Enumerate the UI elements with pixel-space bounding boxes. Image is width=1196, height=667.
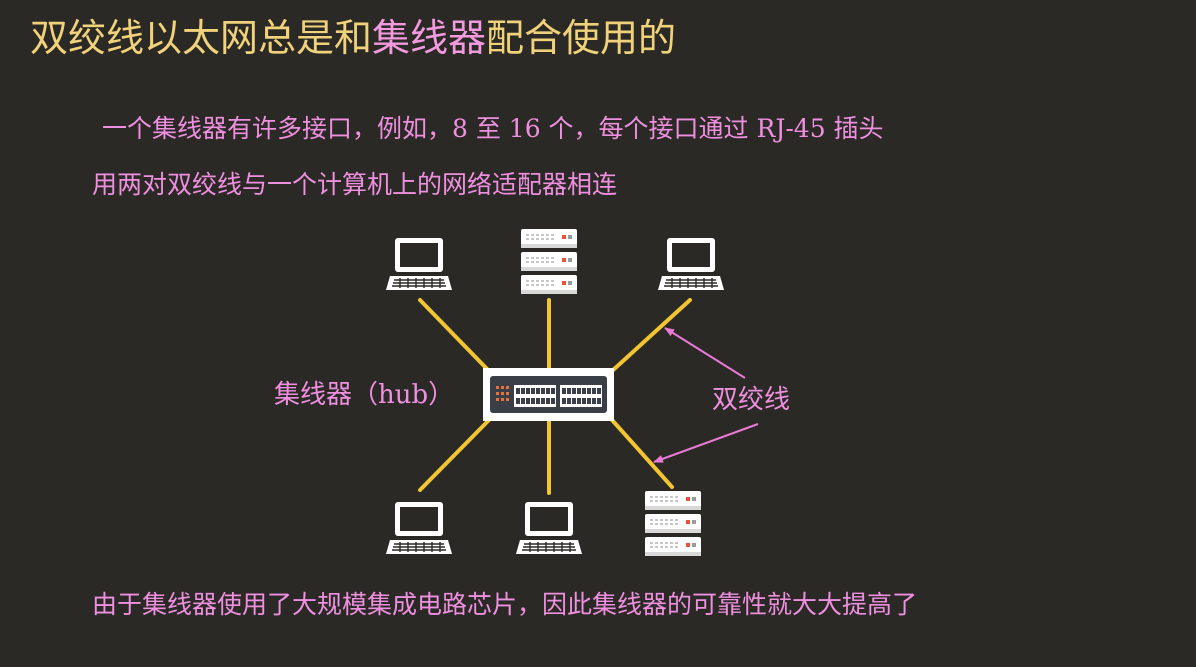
- slide-title: 双绞线以太网总是和集线器配合使用的: [30, 14, 676, 62]
- laptop-bottom-center-icon: [515, 501, 583, 555]
- cables: [418, 298, 692, 495]
- description-line-1: 一个集线器有许多接口，例如，8 至 16 个，每个接口通过 RJ-45 插头: [102, 114, 884, 143]
- title-part1: 双绞线以太网总是和: [30, 16, 373, 60]
- cable-bottom-left: [418, 418, 491, 492]
- footer-text: 由于集线器使用了大规模集成电路芯片，因此集线器的可靠性就大大提高了: [92, 590, 918, 619]
- arrow-to-bottom-cable: [653, 423, 759, 463]
- cable-bottom-right: [610, 418, 674, 489]
- hub-icon: [483, 368, 614, 421]
- title-part2: 配合使用的: [486, 16, 677, 60]
- twisted-pair-label: 双绞线: [712, 385, 791, 415]
- cable-pointer-arrows: [653, 327, 759, 463]
- server-bottom-right-icon: [645, 491, 701, 556]
- cable-top-left: [418, 298, 491, 373]
- laptop-top-left-icon: [385, 237, 453, 291]
- laptop-top-right-icon: [657, 237, 725, 291]
- description-line-2: 用两对双绞线与一个计算机上的网络适配器相连: [92, 170, 618, 199]
- title-highlight: 集线器: [372, 16, 487, 60]
- server-top-icon: [521, 229, 577, 294]
- laptop-bottom-left-icon: [385, 501, 453, 555]
- cable-top-right: [610, 298, 692, 373]
- hub-label: 集线器（hub）: [274, 380, 455, 410]
- arrow-to-top-cable: [664, 327, 746, 379]
